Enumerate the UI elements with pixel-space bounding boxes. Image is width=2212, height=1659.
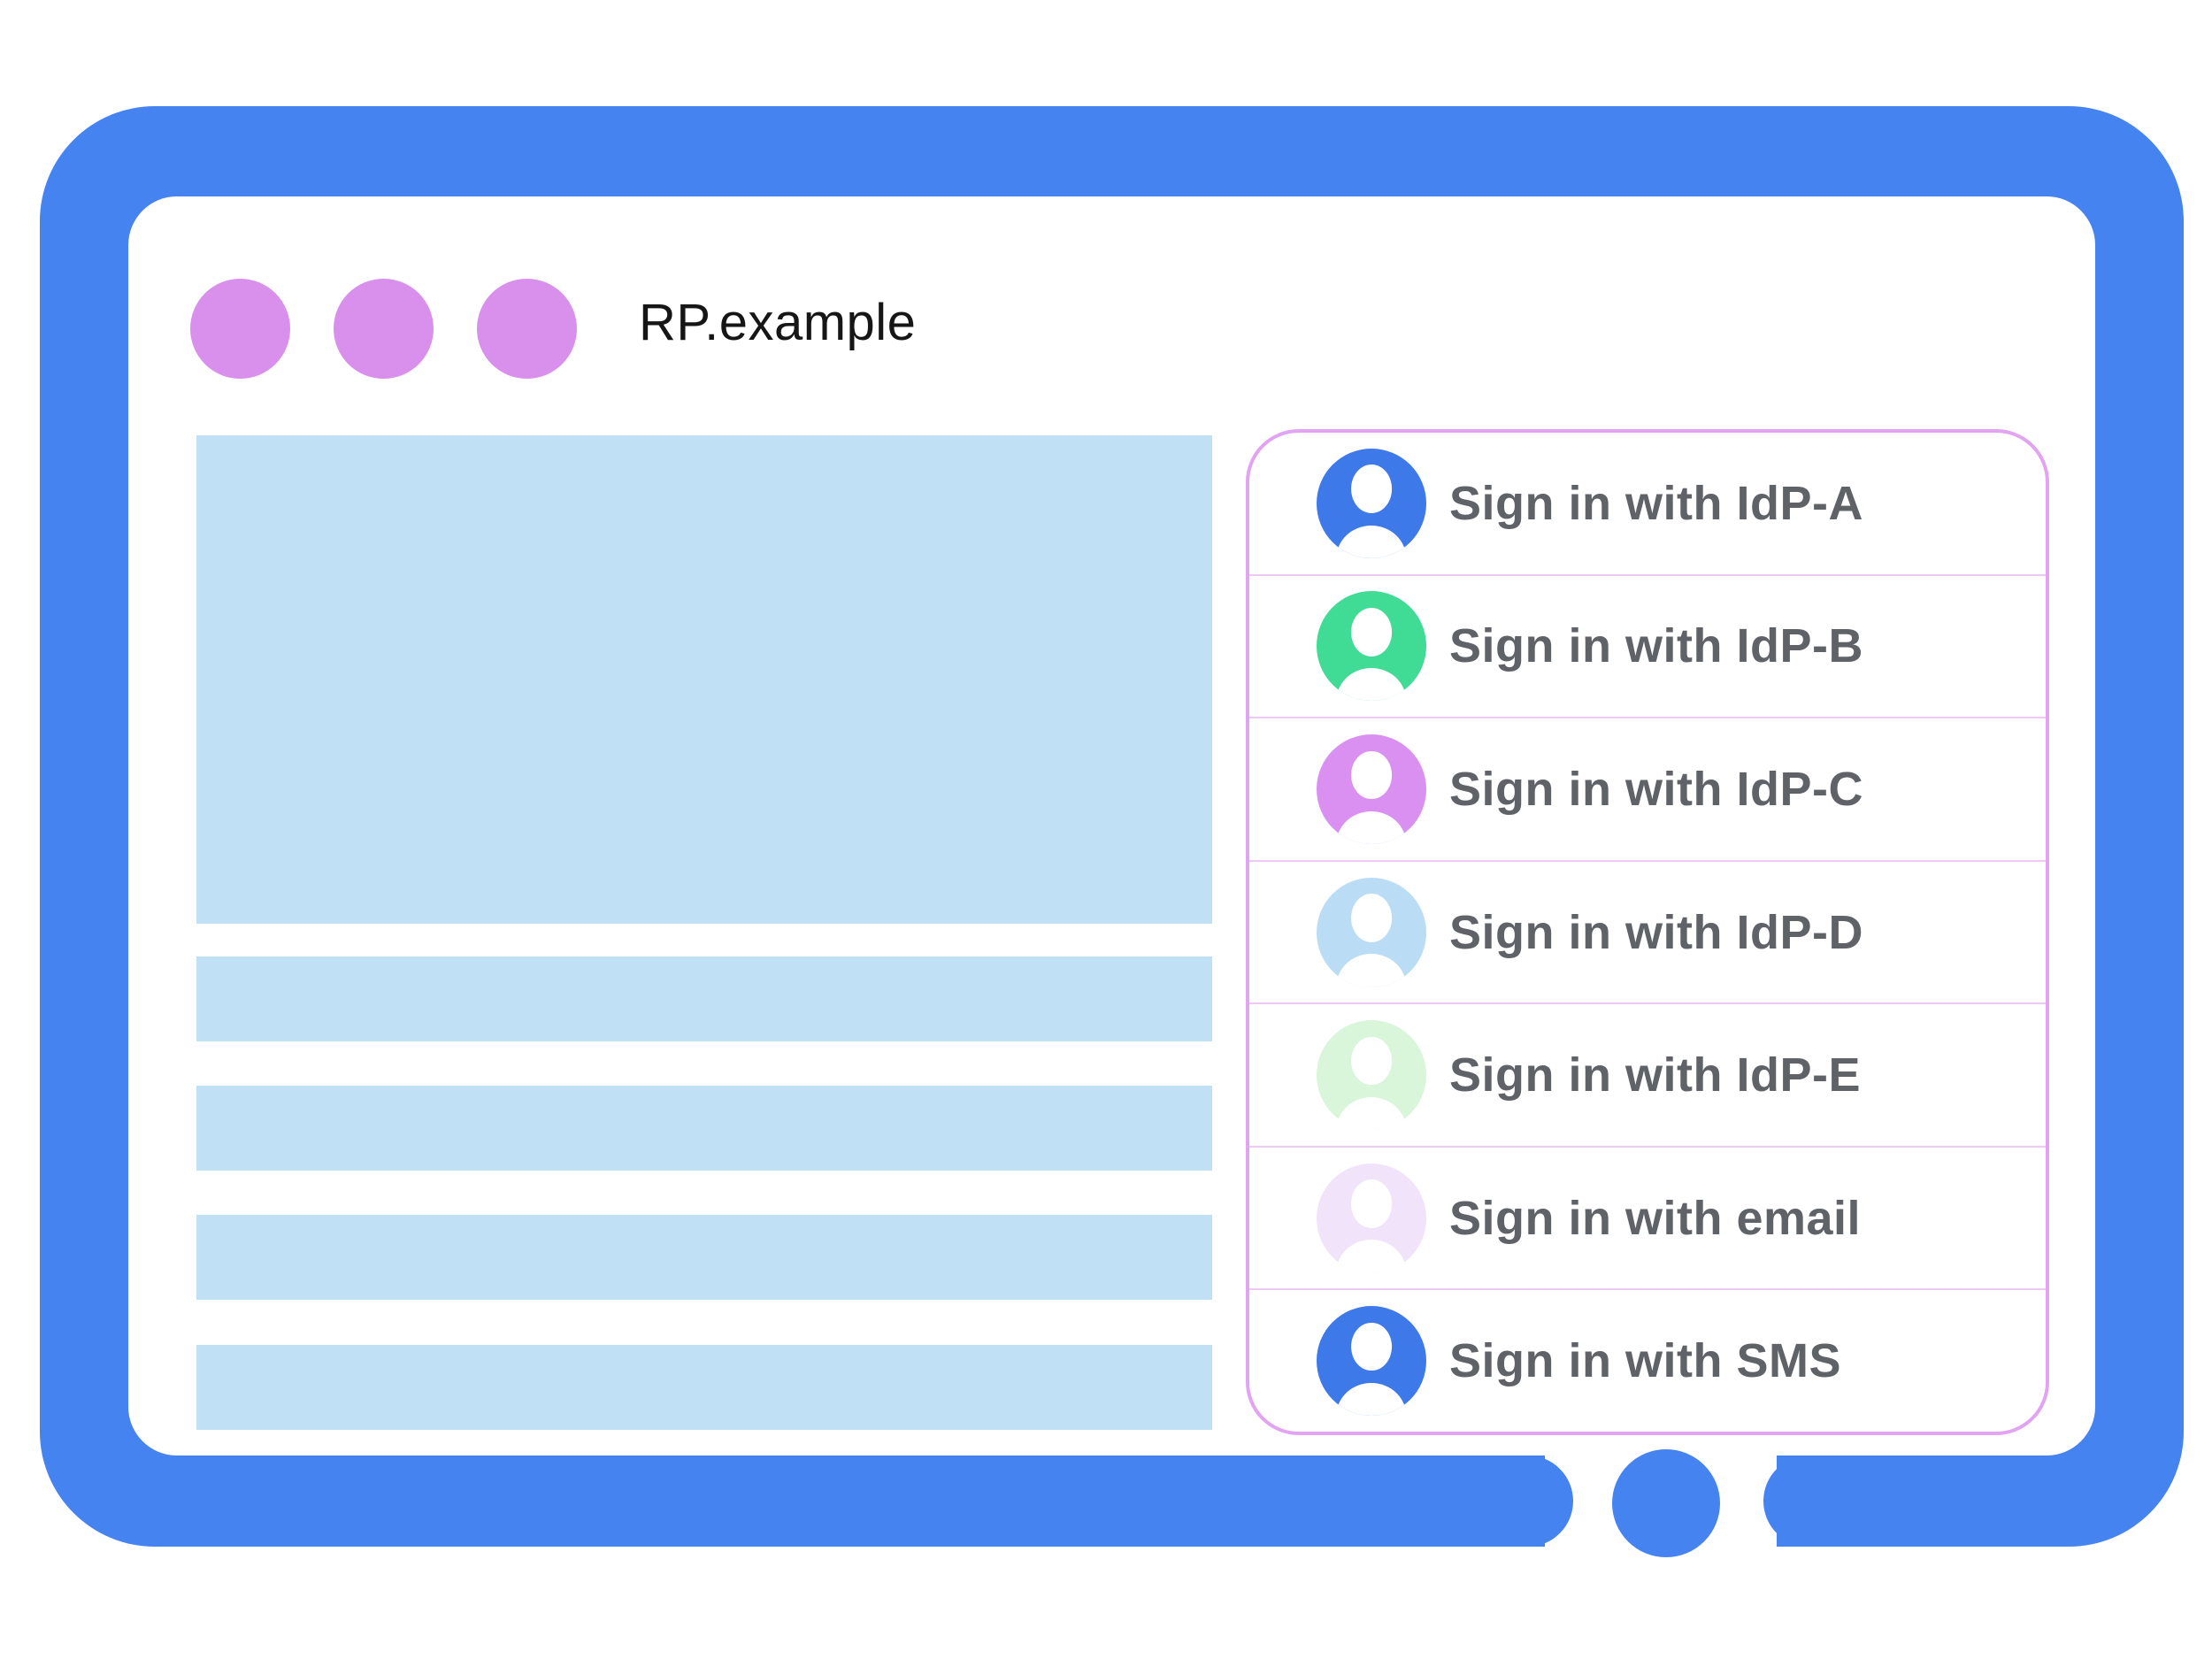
signin-option-idp-e[interactable]: Sign in with IdP-E bbox=[1249, 1002, 2046, 1146]
person-avatar-icon bbox=[1317, 591, 1426, 702]
avatar-head bbox=[1351, 607, 1392, 657]
signin-option-label: Sign in with email bbox=[1449, 1191, 1862, 1245]
signin-option-label: Sign in with IdP-D bbox=[1449, 905, 1863, 959]
window-control-icon[interactable] bbox=[190, 279, 290, 379]
content-placeholder-hero bbox=[196, 435, 1212, 924]
avatar-torso bbox=[1336, 1240, 1407, 1273]
signin-option-idp-b[interactable]: Sign in with IdP-B bbox=[1249, 573, 2046, 718]
signin-option-label: Sign in with SMS bbox=[1449, 1334, 1841, 1388]
laptop-base-button bbox=[1612, 1449, 1720, 1557]
avatar-torso bbox=[1336, 1096, 1407, 1131]
browser-window: RP.example Sign in with IdP-A Sign in wi… bbox=[128, 196, 2095, 1455]
signin-option-label: Sign in with IdP-A bbox=[1449, 476, 1863, 530]
page-title: RP.example bbox=[639, 294, 917, 351]
avatar-head bbox=[1351, 894, 1392, 942]
person-avatar-icon bbox=[1317, 1163, 1426, 1273]
person-avatar-icon bbox=[1317, 1020, 1426, 1131]
avatar-head bbox=[1351, 1036, 1392, 1086]
signin-option-label: Sign in with IdP-C bbox=[1449, 762, 1863, 816]
window-control-icon[interactable] bbox=[334, 279, 434, 379]
avatar-head bbox=[1351, 750, 1392, 800]
signin-option-idp-a[interactable]: Sign in with IdP-A bbox=[1249, 433, 2046, 574]
signin-option-idp-d[interactable]: Sign in with IdP-D bbox=[1249, 859, 2046, 1003]
avatar-head bbox=[1351, 1179, 1392, 1228]
avatar-torso bbox=[1336, 525, 1407, 558]
avatar-torso bbox=[1336, 810, 1407, 844]
person-avatar-icon bbox=[1317, 1306, 1426, 1417]
person-avatar-icon bbox=[1317, 733, 1426, 844]
signin-panel: Sign in with IdP-A Sign in with IdP-B Si… bbox=[1246, 429, 2049, 1435]
avatar-torso bbox=[1336, 954, 1407, 987]
avatar-torso bbox=[1336, 1383, 1407, 1417]
signin-option-email[interactable]: Sign in with email bbox=[1249, 1145, 2046, 1289]
content-placeholder-bar bbox=[196, 1215, 1212, 1300]
base-bar-right-end bbox=[1763, 1455, 1880, 1547]
window-control-icon[interactable] bbox=[477, 279, 577, 379]
content-placeholder-bar bbox=[196, 956, 1212, 1041]
signin-option-idp-c[interactable]: Sign in with IdP-C bbox=[1249, 717, 2046, 860]
signin-option-label: Sign in with IdP-E bbox=[1449, 1048, 1861, 1102]
avatar-head bbox=[1351, 465, 1392, 513]
avatar-torso bbox=[1336, 668, 1407, 702]
content-placeholder-bar bbox=[196, 1086, 1212, 1171]
base-bar-left-end bbox=[1456, 1455, 1573, 1547]
avatar-head bbox=[1351, 1322, 1392, 1371]
content-placeholder-bar bbox=[196, 1345, 1212, 1430]
signin-option-sms[interactable]: Sign in with SMS bbox=[1249, 1288, 2046, 1432]
signin-option-label: Sign in with IdP-B bbox=[1449, 619, 1863, 673]
person-avatar-icon bbox=[1317, 448, 1426, 558]
person-avatar-icon bbox=[1317, 877, 1426, 987]
